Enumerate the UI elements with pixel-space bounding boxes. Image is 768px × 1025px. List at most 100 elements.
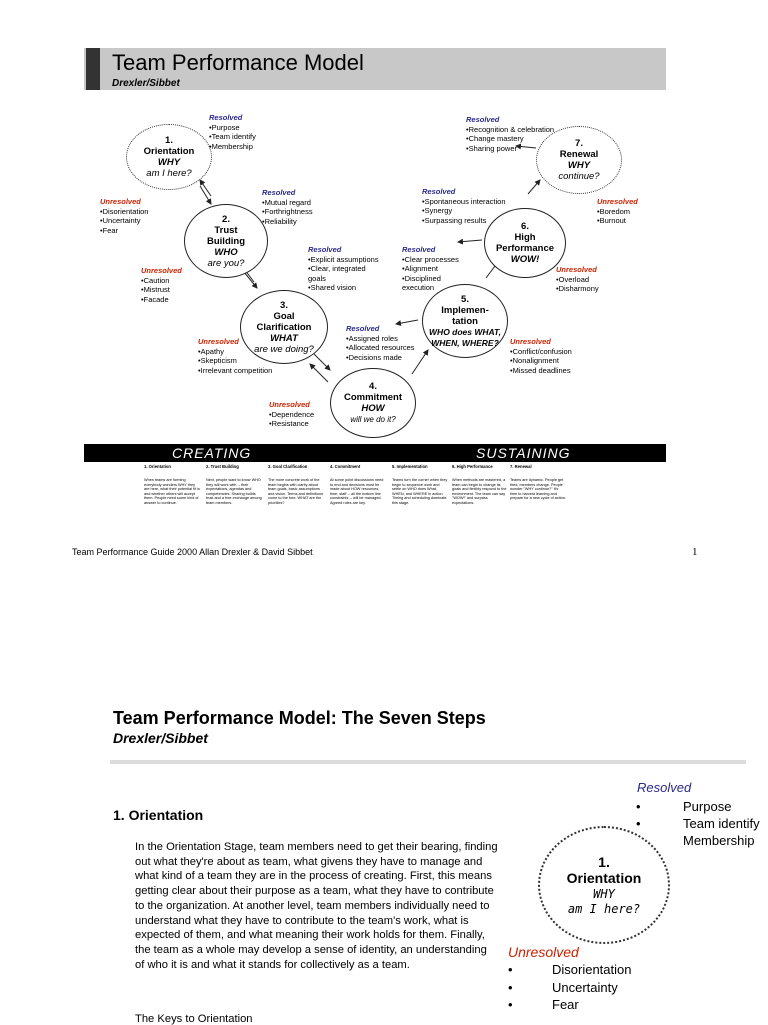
stage-q1: WHAT [270,332,298,344]
resolved-block-1: Resolved •Purpose•Team identify•Membersh… [209,113,256,151]
arrow-6-7 [527,179,541,195]
stage-name: Commitment [343,392,403,403]
stage-q1: WHO [214,246,238,258]
desc-col-2: 2. Trust Building Next, people want to k… [206,464,262,505]
unresolved-block-7: Unresolved •Boredom•Burnout [597,197,638,225]
stage-q2: continue? [558,171,600,182]
unresolved-block-3: Unresolved •Apathy•Skepticism•Irrelevant… [198,337,273,375]
arrow-1-2 [199,185,212,205]
desc-col-6: 6. High Performance When methods are mas… [452,464,507,505]
unresolved-block-1: Unresolved •Disorientation•Uncertainty•F… [100,197,149,235]
arrow-2-3 [243,271,258,289]
unresolved-block-2: Unresolved •Caution•Mistrust•Facade [141,266,182,304]
p2-unresolved-label: Unresolved [508,944,579,960]
resolved-block-4: Resolved •Assigned roles•Allocated resou… [346,324,415,362]
arrow-2-1 [199,179,212,197]
p2-resolved-item: •Purpose [636,799,732,814]
stage-name-1: Trust [214,224,238,236]
arrow-4-3 [309,363,329,383]
stage-circle-3: 3. Goal Clarification WHAT are we doing? [240,290,328,364]
resolved-block-2: Resolved •Mutual regard•Forthrightness•R… [262,188,313,226]
p2-resolved-list: •Purpose •Team identify •Membership [636,798,766,849]
resolved-block-5: Resolved •Clear processes•Alignment•Disc… [402,245,459,292]
stage-num: 2. [222,213,230,225]
page2-title: Team Performance Model: The Seven Steps [113,708,486,728]
stage-name-1: High [514,232,536,243]
stage-name: Orientation [143,146,195,157]
stage-q1: WHY [567,160,591,171]
p2-unresolved-item: •Disorientation [508,962,632,977]
p2-unresolved-list: •Disorientation •Uncertainty •Fear [508,961,658,1014]
stage-circle-4: 4. Commitment HOW will we do it? [330,368,416,438]
p2-circle-q1: WHY [593,886,615,901]
phase-bar [84,444,666,462]
stage-name-2: Building [207,235,245,247]
stage-q1: WHO does WHAT, [429,326,501,337]
page-number: 1 [692,546,698,558]
stage-num: 7. [575,138,583,149]
stage-num: 6. [521,221,529,232]
page2-divider [110,760,746,764]
p2-unresolved-item: •Uncertainty [508,979,618,995]
stage-num: 5. [461,293,469,305]
stage-name-2: Clarification [256,321,312,333]
stage-descriptions: 1. Orientation When teams are forming ev… [144,464,584,534]
title-bar [84,48,666,90]
page2-subtitle: Drexler/Sibbet [113,730,208,746]
stage-q2: am I here? [146,168,192,179]
stage-circle-1: 1. Orientation WHY am I here? [126,124,212,190]
p2-resolved-label: Resolved [637,780,692,795]
stage-circle-6: 6. High Performance WOW! [484,208,566,278]
stage-circle-7: 7. Renewal WHY continue? [536,126,622,194]
slide: Team Performance Model Drexler/Sibbet 1.… [84,34,680,505]
p2-circle-q2: am I here? [567,901,641,916]
phase-sustaining: SUSTAINING [476,445,571,461]
footer-credit: Team Performance Guide 2000 Allan Drexle… [72,547,313,557]
stage-num: 1. [165,135,173,146]
section-heading: 1. Orientation [113,807,204,823]
stage-name-1: Goal [273,310,295,322]
resolved-block-7: Resolved •Recognition & celebration•Chan… [466,115,555,153]
unresolved-block-4: Unresolved •Dependence•Resistance [269,400,315,428]
stage-q2: will we do it? [350,415,396,424]
stage-name: Renewal [559,149,599,160]
stage-num: 3. [280,299,288,311]
p2-circle-name: Orientation [566,869,642,886]
stage-name-1: Implemen- [441,304,489,316]
slide-title: Team Performance Model [112,50,364,75]
desc-col-7: 7. Renewal Teams are dynamic. People get… [510,464,566,501]
keys-heading: The Keys to Orientation [135,1013,253,1025]
phase-creating: CREATING [172,445,252,461]
stage-q1: WHY [157,157,181,168]
unresolved-block-6: Unresolved •Overload•Disharmony [556,265,599,293]
desc-col-5: 5. Implementation Teams turn the corner … [392,464,448,505]
stage-num: 4. [369,381,377,392]
stage-q1: HOW [361,403,385,414]
stage-q2: are you? [207,257,245,269]
arrow-4-5 [411,349,429,375]
p2-resolved-item: •Team identify [636,816,760,831]
stage-circle-2: 2. Trust Building WHO are you? [184,204,268,278]
desc-col-1: 1. Orientation When teams are forming ev… [144,464,200,505]
arrow-5-res [395,319,419,327]
stage-q2: are we doing? [254,343,314,355]
resolved-block-6: Resolved •Spontaneous interaction•Synerg… [422,187,506,225]
title-accent [86,48,100,90]
p2-resolved-item: •Membership [636,833,755,848]
stage-circle-5: 5. Implemen- tation WHO does WHAT, WHEN,… [422,284,508,358]
stage-q2: WHEN, WHERE? [431,337,499,348]
p2-unresolved-item: •Fear [508,997,579,1012]
stage-arrows [199,143,541,383]
stage-name-2: tation [452,315,478,327]
resolved-block-3: Resolved •Explicit assumptions•Clear, in… [308,245,379,292]
section-body: In the Orientation Stage, team members n… [135,841,498,971]
arrow-6-res [457,238,483,245]
desc-col-4: 4. Commitment At some point discussions … [330,464,384,505]
slide-subtitle: Drexler/Sibbet [112,78,180,89]
arrow-3-4 [313,353,331,371]
stage-q1: WOW! [510,254,540,265]
arrow-7-res [515,143,537,150]
p2-circle-num: 1. [598,853,610,870]
unresolved-block-5: Unresolved •Conflict/confusion•Nonalignm… [510,337,572,375]
desc-col-3: 3. Goal Clarification The more concrete … [268,464,324,505]
